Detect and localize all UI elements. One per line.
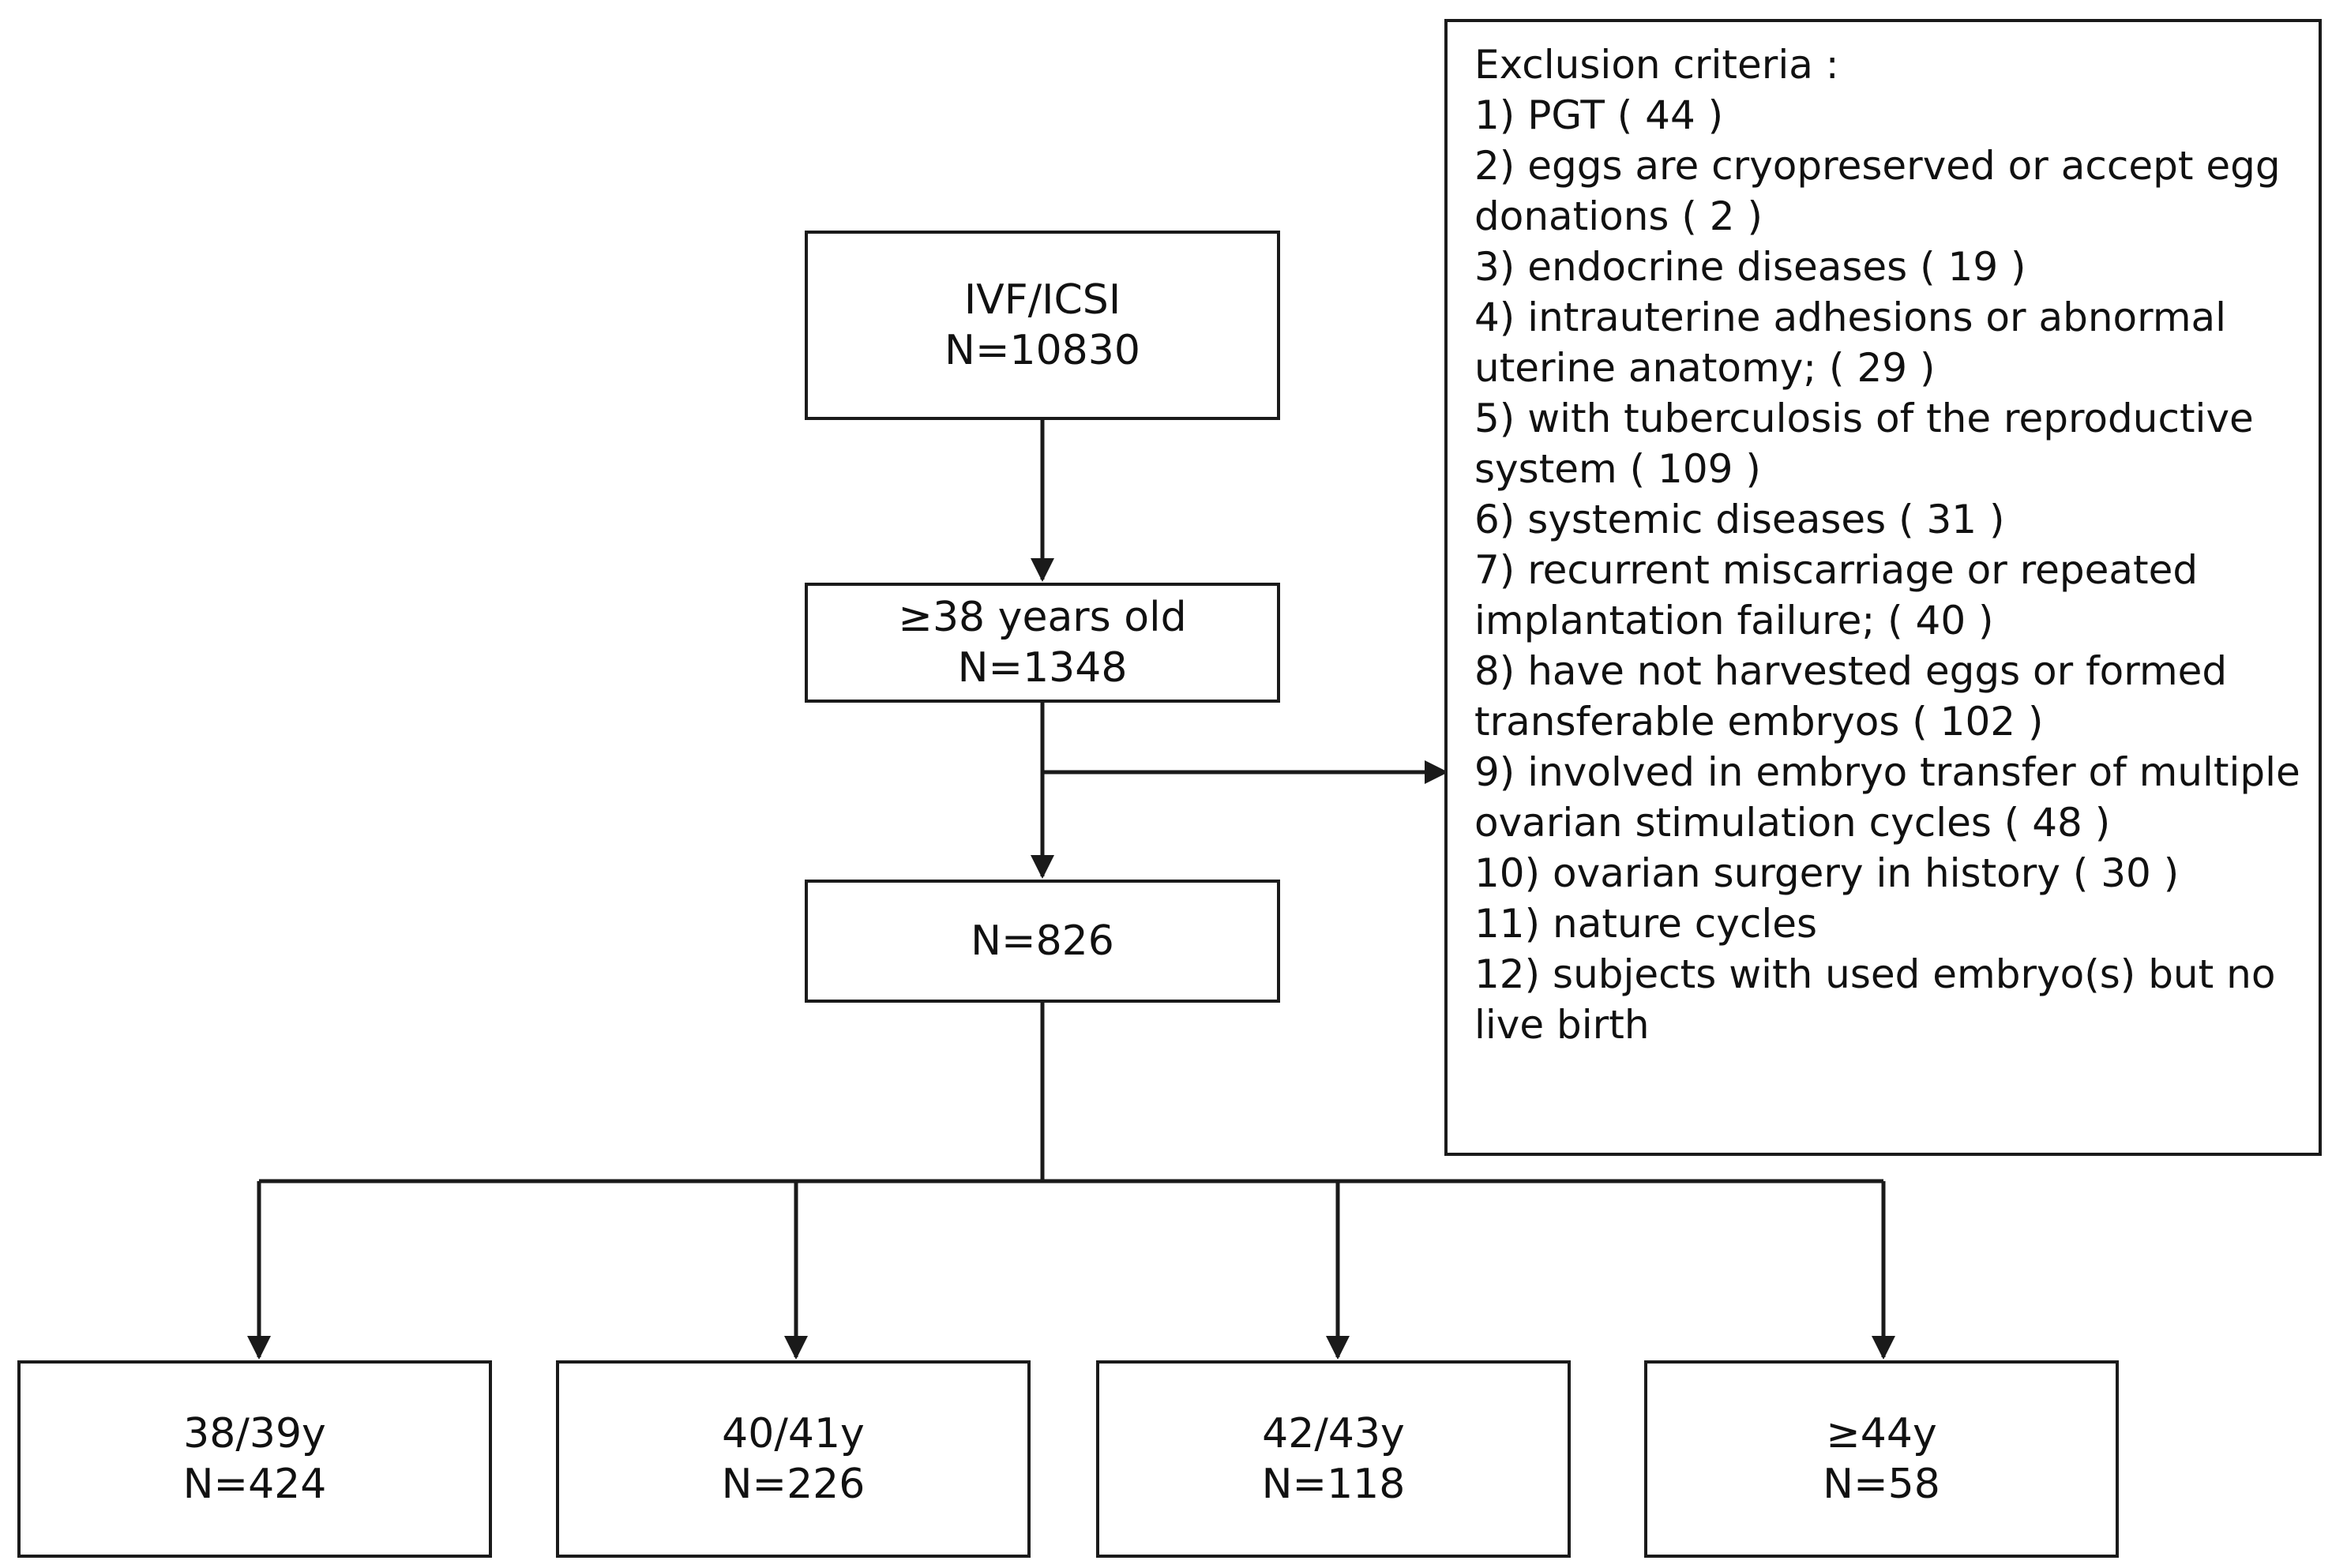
group-count: N=58 — [1823, 1461, 1940, 1508]
exclusion-line: uterine anatomy; ( 29 ) — [1474, 345, 1936, 391]
group-count: N=226 — [721, 1461, 866, 1508]
included-count: N=826 — [971, 917, 1114, 965]
included-box: N=826 — [805, 880, 1280, 1003]
group-label: 40/41y — [722, 1410, 865, 1457]
age-38-plus-label: ≥38 years old — [898, 594, 1187, 641]
exclusion-line: 3) endocrine diseases ( 19 ) — [1474, 244, 2026, 290]
group-label: ≥44y — [1826, 1410, 1937, 1457]
exclusion-line: 2) eggs are cryopreserved or accept egg — [1474, 143, 2281, 189]
exclusion-line: transferable embryos ( 102 ) — [1474, 699, 2044, 745]
exclusion-line: 10) ovarian surgery in history ( 30 ) — [1474, 850, 2180, 896]
exclusion-title: Exclusion criteria : — [1474, 42, 1839, 88]
group-label: 42/43y — [1262, 1410, 1405, 1457]
exclusion-criteria-box: Exclusion criteria : 1) PGT ( 44 ) 2) eg… — [1444, 19, 2322, 1156]
ivf-icsi-label: IVF/ICSI — [963, 276, 1121, 324]
exclusion-line: 1) PGT ( 44 ) — [1474, 92, 1724, 138]
group-44-plus-box: ≥44y N=58 — [1644, 1360, 2119, 1558]
exclusion-line: 11) nature cycles — [1474, 901, 1818, 947]
exclusion-line: 9) involved in embryo transfer of multip… — [1474, 749, 2300, 795]
age-38-plus-box: ≥38 years old N=1348 — [805, 583, 1280, 703]
exclusion-line: 7) recurrent miscarriage or repeated — [1474, 547, 2199, 593]
group-count: N=424 — [182, 1461, 327, 1508]
exclusion-line: 12) subjects with used embryo(s) but no — [1474, 951, 2276, 997]
exclusion-line: ovarian stimulation cycles ( 48 ) — [1474, 800, 2111, 846]
exclusion-line: implantation failure; ( 40 ) — [1474, 598, 1994, 643]
group-40-41-box: 40/41y N=226 — [556, 1360, 1031, 1558]
age-38-plus-count: N=1348 — [957, 644, 1128, 692]
exclusion-line: system ( 109 ) — [1474, 446, 1761, 492]
exclusion-line: 6) systemic diseases ( 31 ) — [1474, 497, 2005, 542]
exclusion-line: 8) have not harvested eggs or formed — [1474, 648, 2228, 694]
group-42-43-box: 42/43y N=118 — [1096, 1360, 1571, 1558]
group-count: N=118 — [1261, 1461, 1406, 1508]
ivf-icsi-count: N=10830 — [944, 327, 1140, 374]
exclusion-line: 4) intrauterine adhesions or abnormal — [1474, 294, 2227, 340]
group-label: 38/39y — [183, 1410, 326, 1457]
exclusion-line: donations ( 2 ) — [1474, 193, 1763, 239]
ivf-icsi-box: IVF/ICSI N=10830 — [805, 231, 1280, 420]
exclusion-line: 5) with tuberculosis of the reproductive — [1474, 396, 2254, 441]
group-38-39-box: 38/39y N=424 — [17, 1360, 492, 1558]
exclusion-line: live birth — [1474, 1002, 1650, 1048]
